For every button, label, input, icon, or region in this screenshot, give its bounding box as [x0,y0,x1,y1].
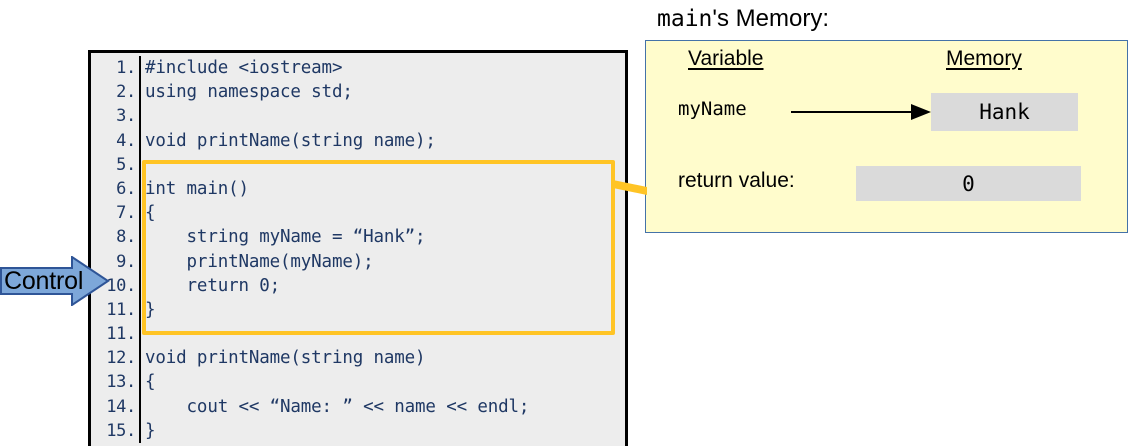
code-gutter-divider [139,370,141,395]
memory-title-function-name: main [657,6,713,32]
code-gutter-divider [139,273,141,298]
code-gutter-divider [139,201,141,226]
code-line-row: 2. using namespace std; [91,80,625,105]
code-line-number: 6. [116,178,136,199]
code-line-number: 11. [106,299,136,320]
code-line-row: 8. string myName = “Hank”; [91,225,625,250]
code-line-row: 11.} [91,297,625,323]
code-line-number: 10. [106,275,136,296]
memory-title-suffix: 's Memory: [712,5,829,32]
code-line-number: 8. [116,227,136,248]
code-line-number: 15. [106,420,136,441]
code-line-row: 10. return 0; [91,273,625,298]
code-line-list: 1. #include <iostream> 2. using namespace s… [91,56,625,443]
code-gutter-divider [139,322,141,347]
code-line-text: { [145,372,156,393]
memory-header-memory: Memory [946,47,1022,70]
code-line-number: 1. [116,58,136,78]
control-arrow-label: Control [4,267,84,295]
code-line-number: 9. [116,251,136,272]
code-line-number: 4. [116,130,136,151]
code-line-text: int main() [145,178,249,199]
code-line-text: string myName = “Hank”; [145,227,426,248]
code-line-number: 12. [106,348,136,369]
code-gutter-divider [139,249,141,274]
code-line-row: 13. { [91,370,625,395]
memory-value-box-return-value: 0 [856,166,1081,201]
code-panel: 1. #include <iostream> 2. using namespace s… [88,50,628,446]
code-line-number: 11. [106,324,136,345]
code-line-text: return 0; [145,275,281,296]
memory-row-label-return-value: return value: [678,169,795,192]
code-line-text: printName(myName); [145,251,374,272]
code-line-row: 15.} [91,418,625,443]
memory-row-label-myname: myName [678,98,747,120]
highlight-connector-wedge [613,178,647,196]
code-gutter-divider [139,394,141,419]
code-line-number: 7. [116,203,136,224]
code-line-number: 13. [106,372,136,393]
code-gutter-divider [139,418,141,443]
code-line-row: 12. void printName(string name) [91,346,625,371]
code-line-number: 3. [116,106,136,127]
code-gutter-divider [139,225,141,250]
memory-panel-title: main's Memory: [657,5,829,33]
code-line-number: 5. [116,154,136,175]
code-gutter-divider [139,104,141,129]
code-line-row: 9. printName(myName); [91,249,625,274]
memory-header-variable: Variable [688,47,764,70]
code-gutter-divider [139,297,141,323]
memory-panel: Variable Memory myName Hank return value… [645,40,1128,233]
code-line-row: 11. [91,322,625,347]
code-line-row: 1. #include <iostream> [91,56,625,81]
code-line-text: void printName(string name) [145,348,426,369]
code-gutter-divider [139,56,141,81]
code-line-number: 2. [116,82,136,103]
code-gutter-divider [139,346,141,371]
code-line-text: { [145,203,156,224]
memory-value-box-myname: Hank [931,93,1078,131]
code-line-row: 5. [91,152,625,177]
code-gutter-divider [139,80,141,105]
code-line-text: #include <iostream> [145,58,343,78]
memory-pointer-arrow-icon [791,101,931,123]
code-line-row: 4. void printName(string name); [91,128,625,153]
code-line-text: } [145,420,156,441]
code-line-row: 6. int main() [91,176,625,202]
code-line-text: } [145,299,156,320]
code-gutter-divider [139,128,141,153]
code-line-text: cout << “Name: ” << name << endl; [145,396,530,417]
code-line-text: void printName(string name); [145,130,436,151]
code-gutter-divider [139,176,141,202]
control-arrow-shape [0,256,110,306]
code-line-text: using namespace std; [145,82,353,103]
code-line-row: 7. { [91,201,625,226]
code-line-number: 14. [106,396,136,417]
code-line-row: 3. [91,104,625,129]
code-line-row: 14. cout << “Name: ” << name << endl; [91,394,625,419]
code-gutter-divider [139,152,141,177]
